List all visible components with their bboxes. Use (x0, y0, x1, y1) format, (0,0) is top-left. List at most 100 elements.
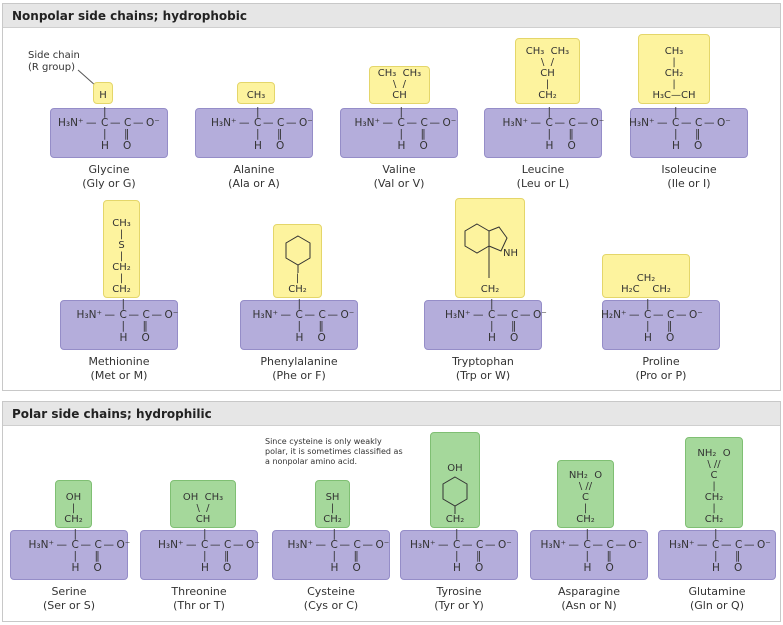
double-bond: ‖ (277, 128, 283, 140)
double-bond: ‖ (318, 320, 324, 332)
amino-acid-name: Proline (642, 355, 680, 368)
side-chain-line: CH₂ (112, 284, 131, 295)
name-isoleucine: Isoleucine(Ile or I) (619, 163, 759, 191)
amino-acid-name: Cysteine (307, 585, 355, 598)
side-chain-bond: | (73, 528, 78, 540)
bond: — (462, 539, 473, 551)
alpha-carbon: C (583, 539, 591, 551)
carboxyl-oxygen: O⁻ (757, 539, 771, 551)
amino-acid-abbr: (Phe or F) (272, 369, 326, 382)
bond: | (547, 128, 552, 140)
side-chain-tryptophan: NH CH₂ (455, 198, 525, 298)
bond: | (455, 550, 459, 562)
bond: — (520, 309, 531, 321)
alpha-carbon: C (397, 117, 405, 129)
carbonyl-oxygen: O (223, 562, 232, 574)
side-chain-line: | (330, 503, 335, 514)
carbonyl-oxygen: O (276, 140, 285, 152)
alpha-carbon: C (101, 117, 109, 129)
bond: — (473, 309, 484, 321)
name-proline: Proline(Pro or P) (591, 355, 731, 383)
carbonyl-oxygen: O (510, 332, 519, 344)
bond: — (568, 539, 580, 551)
bond: | (203, 550, 207, 562)
bond: — (530, 117, 542, 129)
carboxyl-carbon: C (353, 539, 361, 551)
side-chain-line: H₂C CH₂ (621, 284, 671, 295)
side-chain-line: NH₂ O (697, 448, 731, 459)
amine-group: H₃N⁺ (629, 117, 655, 129)
amine-group: H₃N⁺ (502, 117, 529, 129)
double-bond: ‖ (568, 128, 574, 140)
amino-acid-abbr: (Asn or N) (561, 599, 617, 612)
side-chain-line: CH₂ (704, 492, 724, 503)
side-chain-line: | (712, 481, 716, 492)
alpha-hydrogen: H (672, 140, 680, 152)
side-chain-line: CH₃ (664, 46, 684, 57)
side-chain-line: | (672, 57, 676, 68)
double-bond: ‖ (511, 320, 517, 332)
alpha-carbon: C (488, 309, 496, 321)
bond: — (263, 117, 274, 129)
amine-group: H₃N⁺ (28, 539, 55, 551)
amino-acid-abbr: (Thr or T) (173, 599, 225, 612)
bond: — (382, 117, 394, 129)
double-bond: ‖ (142, 320, 148, 332)
bond: — (304, 309, 316, 321)
svg-text:NH: NH (503, 248, 518, 259)
bond: — (744, 539, 755, 551)
carbonyl-oxygen: O (694, 140, 703, 152)
carboxyl-carbon: C (94, 539, 102, 551)
side-chain-line: H (99, 90, 107, 101)
amine-group: H₃N⁺ (158, 539, 184, 551)
side-chain-line: | (119, 229, 124, 240)
benzene-ring-icon (442, 476, 468, 514)
bond: — (339, 539, 351, 551)
alpha-carbon: C (330, 539, 338, 551)
carboxyl-carbon: C (476, 539, 484, 551)
amine-group: H₃N⁺ (540, 539, 567, 551)
carboxyl-oxygen: O⁻ (533, 309, 547, 321)
bond: — (362, 539, 374, 551)
carboxyl-carbon: C (124, 117, 132, 129)
bond: — (577, 117, 589, 129)
side-chain-bond: | (490, 298, 494, 310)
side-chain-bond: | (297, 298, 302, 310)
side-chain-line: CH₂ (64, 514, 83, 525)
side-chain-line: CH₂ (480, 284, 500, 295)
carbonyl-oxygen: O (141, 332, 150, 344)
amine-group: H₃N⁺ (669, 539, 695, 551)
amino-acid-abbr: (Val or V) (373, 177, 425, 190)
name-cysteine: Cysteine(Cys or C) (261, 585, 401, 613)
alpha-hydrogen: H (488, 332, 496, 344)
side-chain-line: CH₃ CH₃ (525, 46, 570, 57)
alpha-hydrogen: H (453, 562, 461, 574)
carboxyl-carbon: C (568, 117, 576, 129)
bond: — (233, 539, 244, 551)
side-chain-methionine: CH₃|S|CH₂|CH₂ (103, 200, 140, 298)
side-chain-line: \ // (578, 481, 593, 492)
section-title-nonpolar: Nonpolar side chains; hydrophobic (3, 4, 780, 28)
side-chain-line: NH₂ O (568, 470, 603, 481)
amino-acid-abbr: (Leu or L) (516, 177, 570, 190)
amino-acid-name: Leucine (521, 163, 565, 176)
carboxyl-carbon: C (511, 309, 519, 321)
side-chain-bond: | (332, 528, 337, 540)
callout-line2: (R group) (28, 62, 75, 73)
amine-group: H₂N⁺ (601, 309, 627, 321)
alpha-carbon: C (71, 539, 79, 551)
double-bond: ‖ (667, 320, 673, 332)
carboxyl-carbon: C (318, 309, 326, 321)
carboxyl-oxygen: O⁻ (299, 117, 313, 129)
side-chain-line: | (71, 503, 76, 514)
bond: — (438, 539, 449, 551)
